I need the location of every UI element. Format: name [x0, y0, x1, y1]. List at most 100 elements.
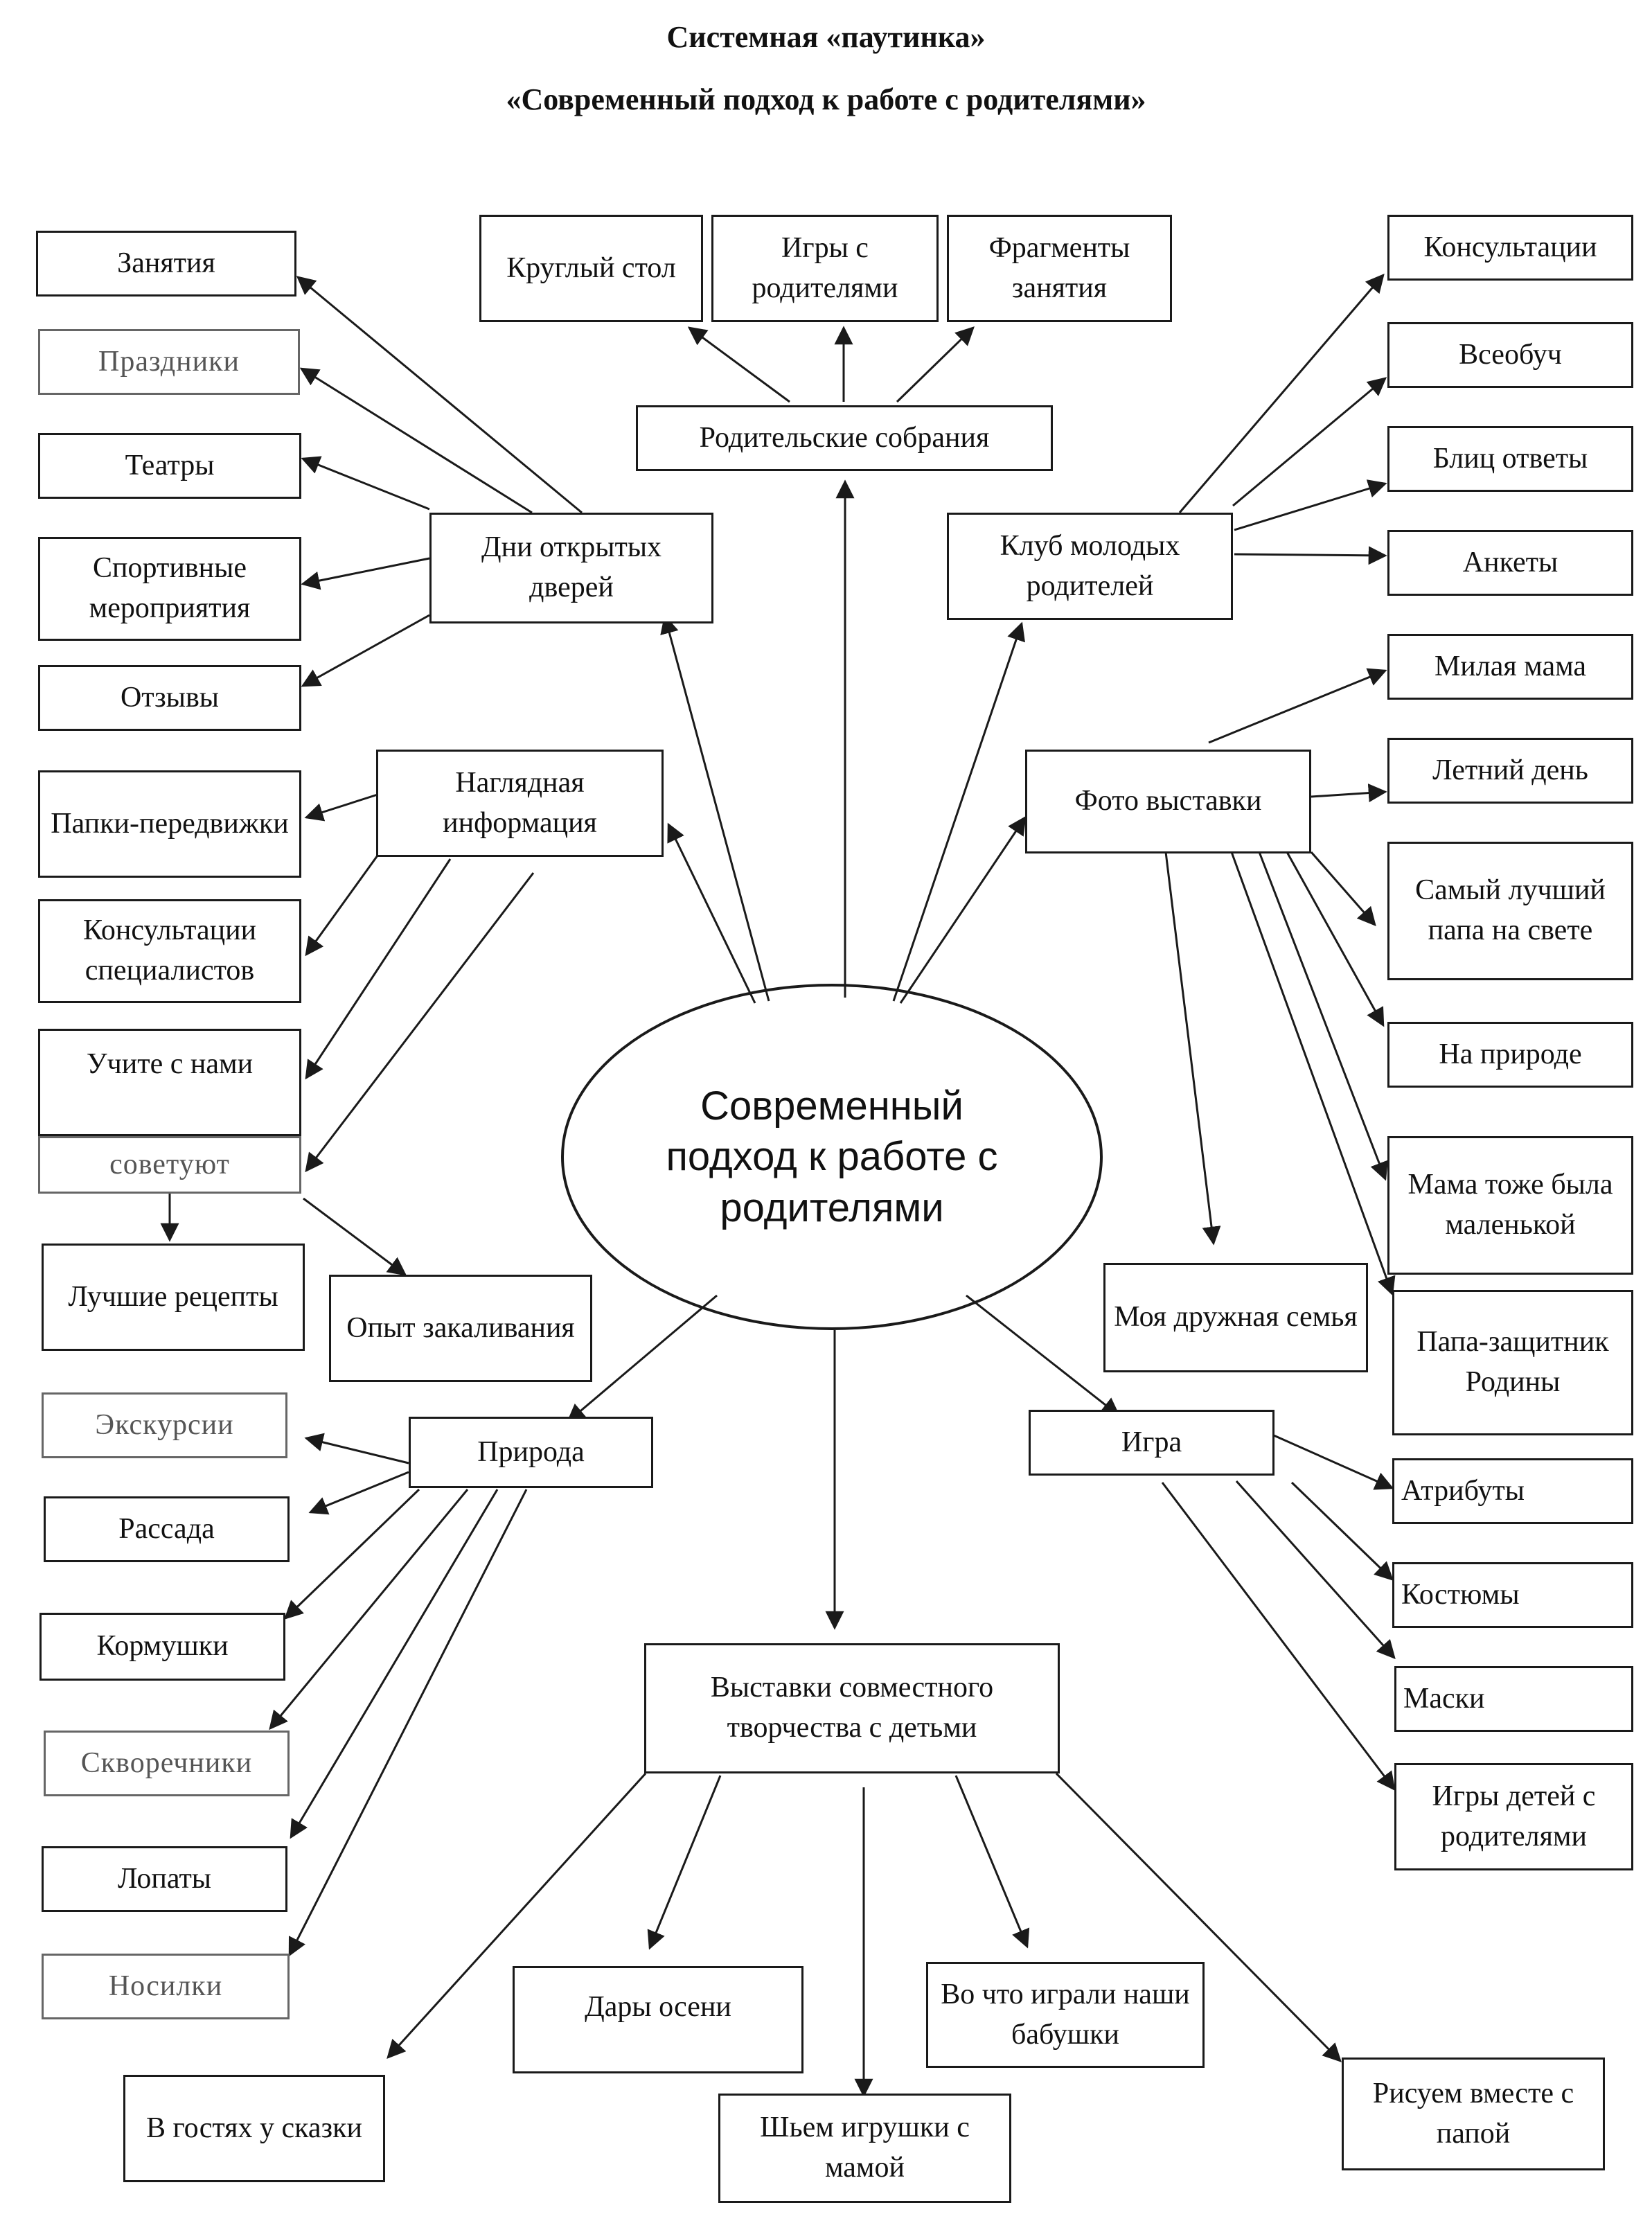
node-blic: Блиц ответы [1387, 426, 1633, 492]
node-babushki: Во что играли наши бабушки [926, 1962, 1205, 2068]
node-ekskursii: Экскурсии [42, 1392, 287, 1458]
node-letnii-den: Летний день [1387, 738, 1633, 804]
arrow-dni-prazdniki [299, 367, 533, 514]
node-lopaty: Лопаты [42, 1846, 287, 1912]
node-kormushki: Кормушки [39, 1613, 285, 1681]
node-risuem-label: Рисуем вместе с папой [1372, 2077, 1574, 2150]
node-kostyumy-label: Костюмы [1401, 1578, 1520, 1611]
node-fragmenty: Фрагменты занятия [947, 215, 1172, 322]
node-rod-sobraniya: Родительские собрания [636, 405, 1053, 471]
node-konsultacii: Консультации [1387, 215, 1633, 281]
arrow-dni-otzyvy [301, 614, 430, 687]
node-papa-zashchitnik: Папа-защитник Родины [1392, 1290, 1633, 1435]
node-konsultacii-spec-label: Консультации специалистов [82, 914, 257, 986]
node-papki-label: Папки-передвижки [51, 807, 289, 840]
arrow-center-igra [966, 1294, 1121, 1417]
arrow-klub-ankety [1234, 546, 1387, 565]
arrow-vystavki-dary [647, 1775, 722, 1950]
arrow-foto-letnii [1311, 784, 1387, 803]
node-teatry: Театры [38, 433, 301, 499]
node-blic-label: Блиц ответы [1432, 442, 1588, 475]
node-naglyadnaya: Наглядная информация [376, 750, 664, 857]
node-klub-label: Клуб молодых родителей [1000, 529, 1180, 602]
arrow-foto-semya [1164, 851, 1221, 1246]
node-nosilki-label: Носилки [108, 1970, 223, 2002]
node-nosilki: Носилки [42, 1954, 290, 2019]
node-igry-s-roditelyami: Игры с родителями [711, 215, 939, 322]
node-papki: Папки-передвижки [38, 770, 301, 878]
node-skvorechniki-label: Скворечники [80, 1746, 253, 1779]
node-letnii-den-label: Летний день [1432, 754, 1588, 786]
arrow-foto-papa [1310, 851, 1376, 927]
node-naglyadnaya-label: Наглядная информация [443, 766, 597, 839]
node-babushki-label: Во что играли наши бабушки [941, 1978, 1190, 2051]
node-sport-label: Спортивные мероприятия [89, 552, 251, 624]
node-opyt: Опыт закаливания [329, 1275, 592, 1382]
node-recepty: Лучшие рецепты [42, 1244, 305, 1351]
arrow-sobraniya-fragmenty [896, 326, 975, 403]
node-zanyatiya-label: Занятия [117, 247, 215, 279]
arrow-dni-zanyatiya [296, 276, 583, 514]
arrow-igra-igry-detei [1161, 1482, 1396, 1791]
node-otzyvy-label: Отзывы [120, 681, 220, 714]
node-kostyumy: Костюмы [1392, 1562, 1633, 1628]
node-foto: Фото выставки [1025, 750, 1311, 853]
node-rassada-label: Рассада [118, 1512, 215, 1545]
node-kruglyi-stol: Круглый стол [479, 215, 703, 322]
node-uchite-label: Учите с нами [86, 1048, 254, 1080]
node-ankety: Анкеты [1387, 530, 1633, 596]
node-mama-tozhe: Мама тоже была маленькой [1387, 1136, 1633, 1275]
node-kormushki-label: Кормушки [96, 1630, 229, 1663]
arrow-priroda-lopaty [290, 1489, 499, 1839]
node-klub: Клуб молодых родителей [947, 513, 1233, 620]
node-uchite: Учите с нами [38, 1029, 301, 1136]
node-papa-luchshii-label: Самый лучший папа на свете [1415, 874, 1606, 946]
arrow-nagl-uchite [305, 858, 452, 1080]
node-sovetuyut-label: советуют [109, 1148, 230, 1180]
arrow-dni-sport [301, 557, 430, 590]
arrow-vystavki-babushki [954, 1775, 1030, 1949]
arrow-foto-priroda [1286, 851, 1385, 1027]
node-lopaty-label: Лопаты [117, 1862, 212, 1895]
node-skvorechniki: Скворечники [44, 1731, 290, 1796]
center-ellipse: Современный подход к работе с родителями [561, 984, 1103, 1330]
diagram-subtitle: «Современный подход к работе с родителям… [506, 82, 1146, 116]
node-zanyatiya: Занятия [36, 231, 296, 297]
node-fragmenty-label: Фрагменты занятия [988, 231, 1130, 304]
node-igry-detei: Игры детей с родителями [1394, 1763, 1633, 1870]
node-priroda-label: Природа [477, 1435, 585, 1468]
arrow-priroda-ekskursii [304, 1433, 409, 1464]
node-v-gostyah-label: В гостях у сказки [145, 2112, 363, 2144]
node-na-prirode-label: На природе [1439, 1038, 1582, 1070]
node-atributy-label: Атрибуты [1401, 1474, 1525, 1507]
node-rod-sobraniya-label: Родительские собрания [699, 421, 990, 454]
node-vystavki: Выставки совместного творчества с детьми [644, 1643, 1060, 1773]
node-vseobuch-label: Всеобуч [1459, 338, 1562, 371]
node-shyem: Шьем игрушки с мамой [718, 2094, 1011, 2203]
node-druzhnaya-semya-label: Моя дружная семья [1114, 1301, 1358, 1334]
node-risuem: Рисуем вместе с папой [1342, 2058, 1605, 2170]
arrow-foto-mama [1258, 851, 1388, 1181]
node-v-gostyah: В гостях у сказки [123, 2075, 385, 2182]
arrow-foto-papa-zashch [1230, 851, 1396, 1296]
node-prazdniki-label: Праздники [98, 345, 240, 378]
node-mama-tozhe-label: Мама тоже была маленькой [1407, 1169, 1613, 1241]
node-maski-label: Маски [1403, 1682, 1485, 1715]
node-papa-luchshii: Самый лучший папа на свете [1387, 842, 1633, 980]
arrow-center-foto [899, 815, 1027, 1004]
node-priroda: Природа [409, 1417, 653, 1488]
node-vseobuch: Всеобуч [1387, 322, 1633, 388]
node-prazdniki: Праздники [38, 329, 300, 395]
node-kruglyi-stol-label: Круглый стол [506, 251, 676, 284]
arrow-vystavki-risuem [1055, 1772, 1342, 2062]
node-konsultacii-spec: Консультации специалистов [38, 899, 301, 1003]
arrow-sovet-opyt [303, 1197, 407, 1276]
node-konsultacii-label: Консультации [1423, 231, 1597, 263]
arrow-igra-kostyumy [1290, 1481, 1394, 1581]
node-dni-otkrytyh-label: Дни открытых дверей [481, 531, 662, 603]
node-dary-label: Дары осени [585, 1991, 731, 2023]
arrow-priroda-skvorechniki [269, 1489, 469, 1731]
arrow-klub-vseobuch [1232, 377, 1387, 507]
node-sport: Спортивные мероприятия [38, 537, 301, 641]
